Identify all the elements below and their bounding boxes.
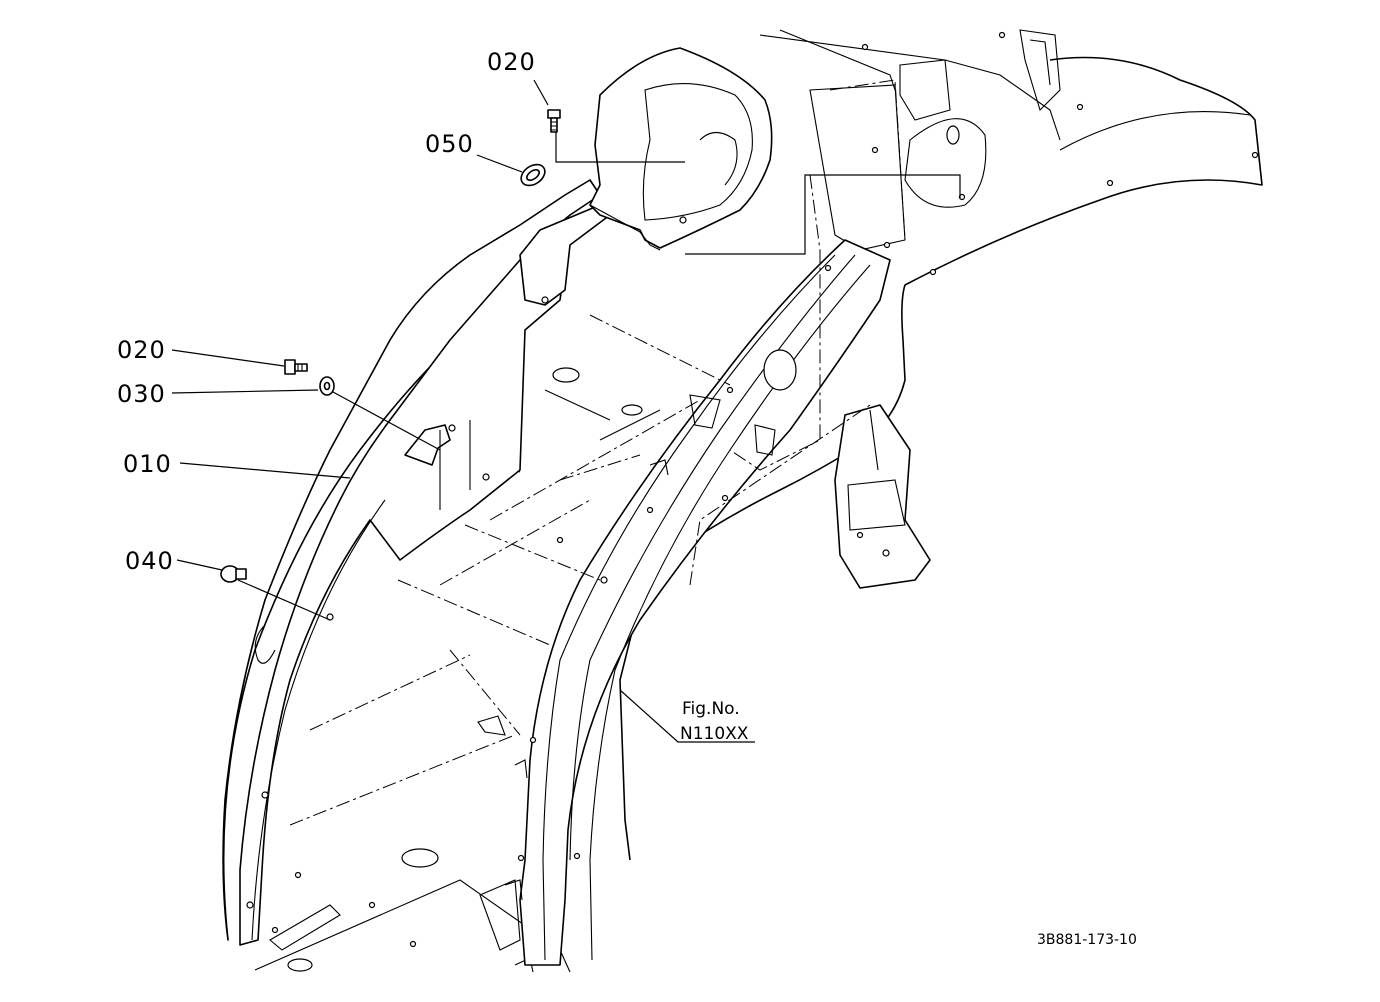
diagram-code: 3B881-173-10 [1037,932,1137,948]
figure-reference-number[interactable]: N110XX [680,724,749,744]
bolt-020-side[interactable] [284,359,308,375]
callout-050[interactable]: 050 [425,130,474,158]
callout-010[interactable]: 010 [123,450,172,478]
part-010-fender-panel[interactable] [222,179,611,946]
tractor-frame-background [254,29,1263,973]
leader-lines [171,79,961,743]
grommet-050[interactable] [517,160,549,190]
bolt-020-top[interactable] [547,109,561,133]
upper-side-cover[interactable] [589,47,773,251]
figure-reference[interactable]: Fig.No. N110XX [680,699,749,744]
callout-020-side[interactable]: 020 [117,336,166,364]
callout-labels: 020 050 020 030 010 040 [117,48,536,575]
callout-040[interactable]: 040 [125,547,174,575]
figure-reference-label: Fig.No. [682,699,740,719]
callout-030[interactable]: 030 [117,380,166,408]
callout-020-top[interactable]: 020 [487,48,536,76]
washer-030[interactable] [319,376,335,396]
bolt-040[interactable] [220,565,247,583]
